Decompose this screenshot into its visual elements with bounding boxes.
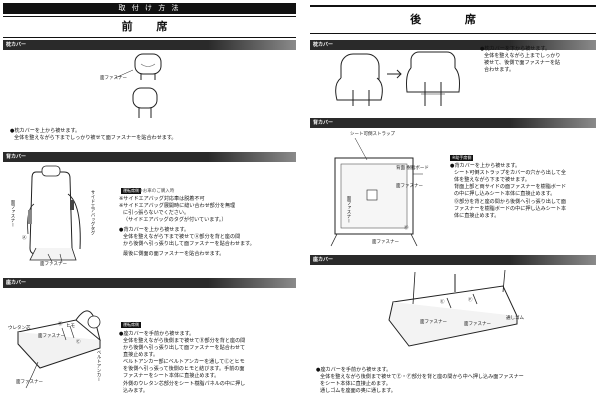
rear-seat-section-header: 座カバー <box>310 255 596 265</box>
front-back-fastener-side-label: 面ファスナー <box>10 200 15 227</box>
rear-pillow-section-header: 枕カバー <box>310 40 596 50</box>
front-back-driver-badge: 運転席側 <box>121 188 141 194</box>
front-seat-step-8: 込みます。 <box>123 388 148 394</box>
front-back-step-2: から後側へ引っ張り出して面ファスナーを貼合わせます。 <box>123 241 255 247</box>
rear-back-step-0: ●背カバーを上から被せます。 <box>450 163 521 169</box>
front-back-airbag-tag-label: サイドエアバッグタグ <box>90 190 95 235</box>
rear-seat-marker-f: Ⓕ <box>468 298 473 303</box>
rear-back-marker-d: Ⓓ <box>404 226 409 231</box>
rear-back-step-2: 体を整えながら下まで被せます。 <box>454 177 530 183</box>
front-back-step-0: ●背カバーを上から被せます。 <box>119 227 190 233</box>
rear-back-step-1: シート可倒ストラップをカバーの穴から出して全 <box>454 170 566 176</box>
front-back-step-3: 最後に側面の面ファスナーを貼合わせます。 <box>123 251 225 257</box>
front-back-note-4: （サイドエアバッグのタグが付いています。） <box>123 217 227 223</box>
rear-back-passenger-badge: ※助手席側 <box>450 155 474 161</box>
rear-back-step-3: 背面上部と両サイドの面ファスナーを樹脂ボード <box>454 184 567 190</box>
front-seat-section-header: 座カバー <box>3 278 296 288</box>
rear-back-step-6: ファスナーを樹脂ボードの中に押し込みシート本 <box>454 206 567 212</box>
front-back-note-0: ※お車のご購入時 <box>139 189 175 194</box>
rear-pillow-illustration <box>335 51 460 106</box>
front-seat-title: 前 席 <box>3 16 296 38</box>
front-seat-step-1: 全体を整えながら後側まで被せてⒷ部分を背と座の間 <box>123 338 246 344</box>
front-seat-step-0: ●座カバーを手前から被せます。 <box>119 331 195 337</box>
rear-back-fastener-left-label: 面ファスナー <box>346 196 351 223</box>
front-back-marker-a: Ⓐ <box>22 236 27 241</box>
rear-back-illustration <box>330 137 423 247</box>
front-back-note-1: ※サイドエアバッグ対応車は脱着不可 <box>119 196 205 202</box>
rear-back-fastener-right-label: 面ファスナー <box>396 184 423 189</box>
front-seat-urethane-label: ウレタン芯 <box>8 326 31 331</box>
rear-back-step-5: Ⓓ部分を背と座の間から後側へ引っ張り出して面 <box>454 199 566 205</box>
front-seat-ribbon-label: ヒモ <box>66 324 75 329</box>
front-seat-step-5: を後側へ引っ張って後側のヒモと結びます。手前の面 <box>123 366 245 372</box>
rear-seat-title: 後 席 <box>310 5 596 34</box>
front-back-step-1: 全体を整えながら下まで被せてⒶ部分を背と座の間 <box>123 234 241 240</box>
rear-back-fastener-bottom-label: 面ファスナー <box>372 240 399 245</box>
front-seat-step-7: 外側のウレタン芯部分をシート樹脂パネルの中に押し <box>123 381 246 387</box>
front-pillow-step2: 全体を整えながら下までしっかり被せて面ファスナーを貼合わせます。 <box>14 135 177 141</box>
front-back-illustration <box>27 165 81 263</box>
front-seat-belt-label: ベルトアンカー <box>96 350 101 382</box>
rear-back-step-7: 体に直接止めます。 <box>454 213 500 219</box>
front-seat-step-3: 直接止めます。 <box>123 352 159 358</box>
front-pillow-illustration <box>114 53 162 118</box>
front-seat-marker-b: Ⓑ <box>58 322 63 327</box>
front-back-note-2: ※サイドエアバッグ展開時に縫い合わせ部分を無理 <box>119 203 236 209</box>
front-back-section-header: 背カバー <box>3 152 296 162</box>
rear-pillow-step-0: ●枕カバーを下から被せます。 <box>480 46 551 52</box>
rear-seat-step-1: 全体を整えながら後側まで被せてⒺ・Ⓕ部分を背と座の間から中へ押し込み面ファスナー <box>320 374 524 380</box>
front-pillow-step1: ●枕カバーを上から被せます。 <box>10 128 81 134</box>
front-seat-fastener-top-label: 面ファスナー <box>38 334 65 339</box>
rear-seat-fastener-right-label: 面ファスナー <box>464 322 491 327</box>
rear-seat-step-3: 通しゴムを座面の奥に通します。 <box>320 388 396 394</box>
rear-back-section-header: 背カバー <box>310 118 596 128</box>
front-seat-illustration <box>17 310 102 389</box>
front-seat-fastener-bottom-label: 面ファスナー <box>16 380 43 385</box>
front-pillow-fastener-label: 面ファスナー <box>100 76 127 81</box>
front-back-fastener-bottom-label: 面ファスナー <box>40 262 67 267</box>
rear-seat-step-0: ●座カバーを手前から被せます。 <box>316 367 392 373</box>
front-seat-marker-c: Ⓒ <box>76 340 81 345</box>
front-seat-step-4: ベルトアンカー部にベルトアンカーを通してⒸとヒモ <box>123 359 245 365</box>
rear-seat-marker-e: Ⓔ <box>440 300 445 305</box>
rear-pillow-step-2: 被せて、後側で面ファスナーを貼 <box>484 60 561 66</box>
header-band: 取 付 け 方 法 <box>3 3 296 14</box>
front-back-note-3: に引っ張らないでください。 <box>123 210 190 216</box>
rear-back-strap-label: シート可倒ストラップ <box>350 132 395 137</box>
rear-back-board-label: 背面 樹脂ボード <box>396 166 429 171</box>
front-seat-step-2: から後側へ引っ張り出して面ファスナーを貼合わせて <box>123 345 246 351</box>
rear-seat-illustration <box>388 269 518 347</box>
rear-seat-step-2: をシート本体に直接止めます。 <box>320 381 391 387</box>
front-seat-driver-badge: 運転席側 <box>121 322 141 328</box>
front-pillow-section-header: 枕カバー <box>3 40 296 50</box>
rear-pillow-step-1: 全体を整えながら上までしっかり <box>484 53 561 59</box>
front-seat-step-6: ファスナーをシート本体に直接止めます。 <box>123 373 220 379</box>
rear-pillow-step-3: 合わせます。 <box>484 67 515 73</box>
rear-seat-elastic-label: 通しゴム <box>506 316 524 321</box>
rear-seat-fastener-left-label: 面ファスナー <box>420 320 447 325</box>
rear-back-step-4: の中に押し込みシート本体に直接止めます。 <box>454 191 556 197</box>
